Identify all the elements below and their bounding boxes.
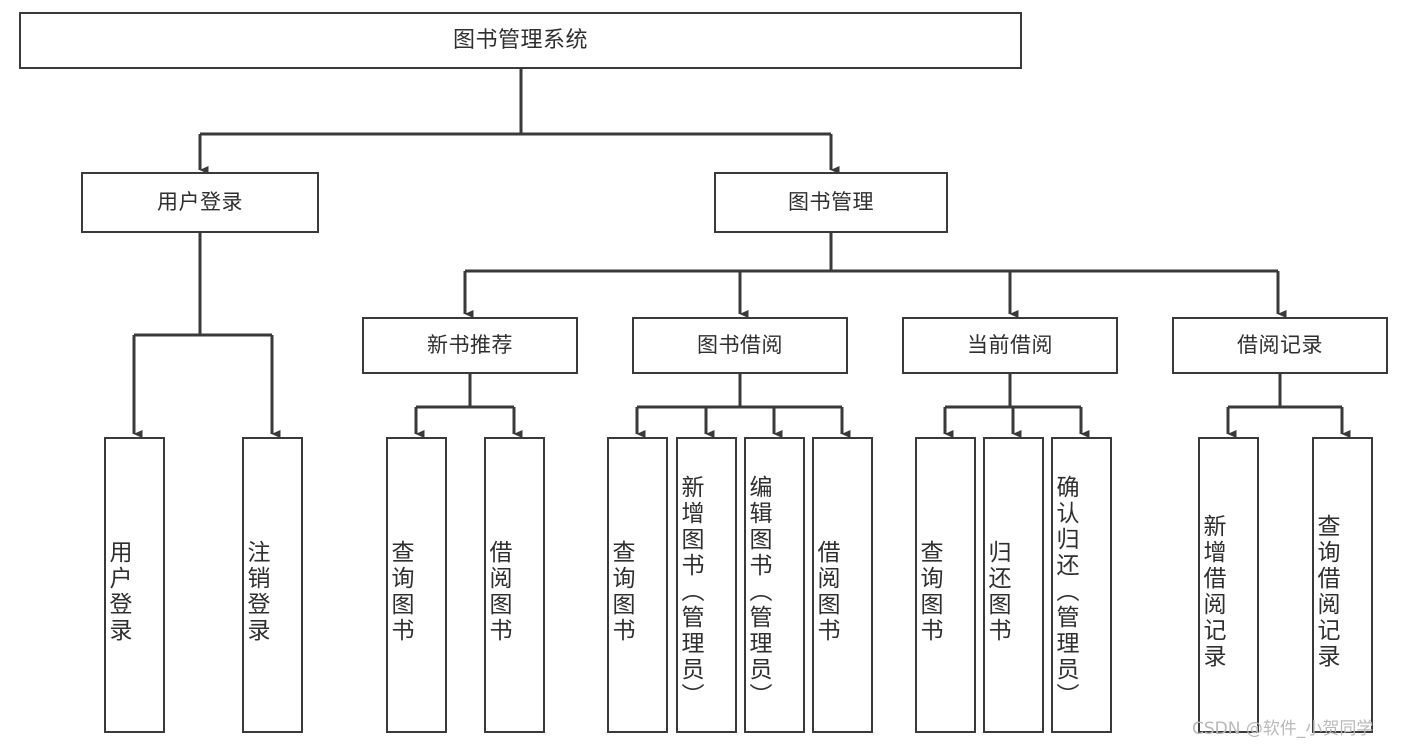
node-leaf-query-book-cur-label: 查询图书 [916, 540, 942, 644]
node-book-borrow-label: 图书借阅 [697, 333, 783, 358]
node-leaf-query-book[interactable]: 查询图书 [607, 437, 668, 733]
node-root-图书管理系统-label: 图书管理系统 [452, 27, 588, 53]
node-leaf-user-login[interactable]: 用户登录 [104, 437, 165, 733]
node-borrow-records[interactable]: 借阅记录 [1172, 317, 1388, 374]
node-leaf-query-record[interactable]: 查询借阅记录 [1312, 437, 1373, 733]
node-leaf-borrow-book-label: 借阅图书 [813, 540, 839, 644]
node-leaf-add-book[interactable]: 新增图书（管理员） [676, 437, 737, 733]
node-leaf-return-book[interactable]: 归还图书 [983, 437, 1044, 733]
node-new-book-recommend-label: 新书推荐 [427, 333, 513, 358]
node-leaf-add-record-label: 新增借阅记录 [1199, 514, 1225, 670]
node-book-management[interactable]: 图书管理 [714, 172, 948, 233]
node-current-borrow-label: 当前借阅 [967, 333, 1053, 358]
node-leaf-query-record-label: 查询借阅记录 [1313, 514, 1339, 670]
node-leaf-add-book-label: 新增图书（管理员） [677, 475, 703, 709]
node-leaf-user-login-label: 用户登录 [105, 540, 131, 644]
node-leaf-confirm-return[interactable]: 确认归还（管理员） [1051, 437, 1112, 733]
node-leaf-edit-book-label: 编辑图书（管理员） [745, 475, 771, 709]
node-leaf-add-record[interactable]: 新增借阅记录 [1198, 437, 1259, 733]
node-root-图书管理系统[interactable]: 图书管理系统 [19, 12, 1022, 69]
node-leaf-user-logout[interactable]: 注销登录 [242, 437, 303, 733]
node-new-book-recommend[interactable]: 新书推荐 [362, 317, 578, 374]
node-leaf-query-book-rec-label: 查询图书 [387, 540, 413, 644]
node-leaf-borrow-book[interactable]: 借阅图书 [812, 437, 873, 733]
connector-layer [132, 69, 1351, 438]
node-leaf-edit-book[interactable]: 编辑图书（管理员） [744, 437, 805, 733]
node-leaf-borrow-book-rec-label: 借阅图书 [485, 540, 511, 644]
node-leaf-query-book-label: 查询图书 [608, 540, 634, 644]
node-current-borrow[interactable]: 当前借阅 [902, 317, 1118, 374]
node-leaf-confirm-return-label: 确认归还（管理员） [1052, 475, 1078, 709]
node-leaf-user-logout-label: 注销登录 [243, 540, 269, 644]
node-book-management-label: 图书管理 [788, 190, 874, 215]
node-leaf-return-book-label: 归还图书 [984, 540, 1010, 644]
node-leaf-borrow-book-rec[interactable]: 借阅图书 [484, 437, 545, 733]
node-borrow-records-label: 借阅记录 [1237, 333, 1323, 358]
node-leaf-query-book-cur[interactable]: 查询图书 [915, 437, 976, 733]
node-leaf-query-book-rec[interactable]: 查询图书 [386, 437, 447, 733]
node-book-borrow[interactable]: 图书借阅 [632, 317, 848, 374]
node-user-login-label: 用户登录 [157, 190, 243, 215]
node-user-login[interactable]: 用户登录 [81, 172, 319, 233]
